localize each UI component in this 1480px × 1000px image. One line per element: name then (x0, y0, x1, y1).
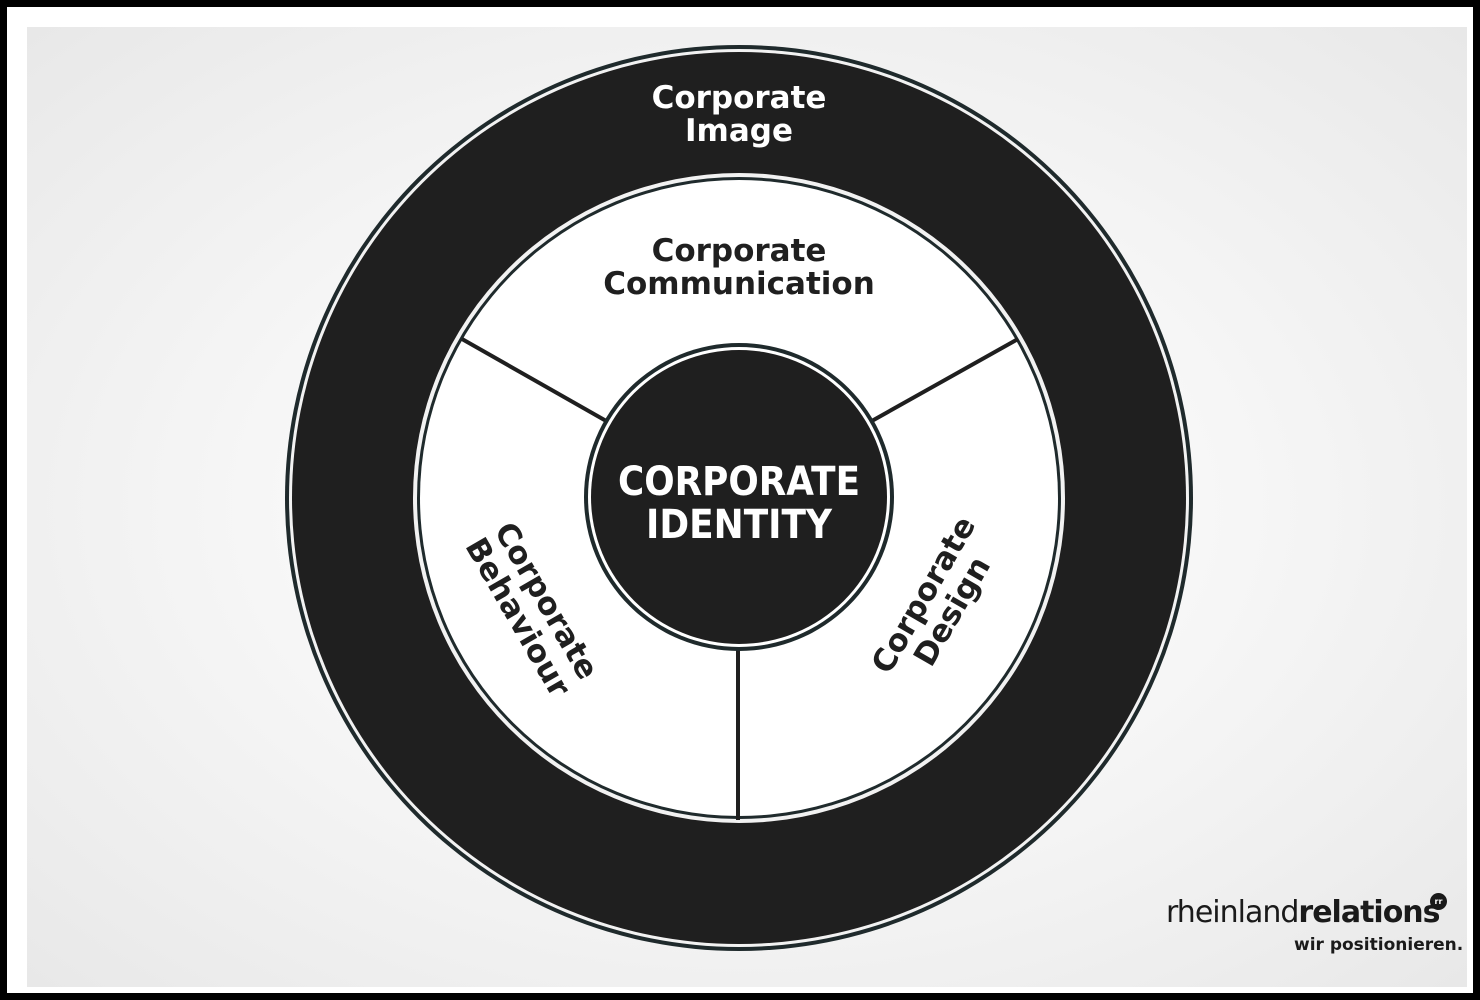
center-label-line2: IDENTITY (646, 502, 833, 548)
center-label-line1: CORPORATE (618, 459, 860, 505)
core-circle (591, 350, 887, 644)
top-segment-label-line1: Corporate (652, 233, 827, 269)
logo-tagline: wir positionieren. (1294, 935, 1464, 955)
outer-ring-label-line1: Corporate (652, 80, 827, 116)
top-segment-label-line2: Communication (603, 266, 875, 302)
logo-mark-icon: rr (1430, 893, 1447, 910)
divider-right (869, 337, 1019, 424)
company-logo: rheinlandrelations rr wir positionieren. (1166, 893, 1463, 965)
logo-name-light: rheinland (1166, 895, 1299, 930)
outer-ring-label-line2: Image (685, 113, 793, 149)
divider-left (461, 337, 609, 424)
logo-wordmark: rheinlandrelations (1166, 895, 1441, 930)
logo-name-bold: relations (1298, 895, 1440, 930)
